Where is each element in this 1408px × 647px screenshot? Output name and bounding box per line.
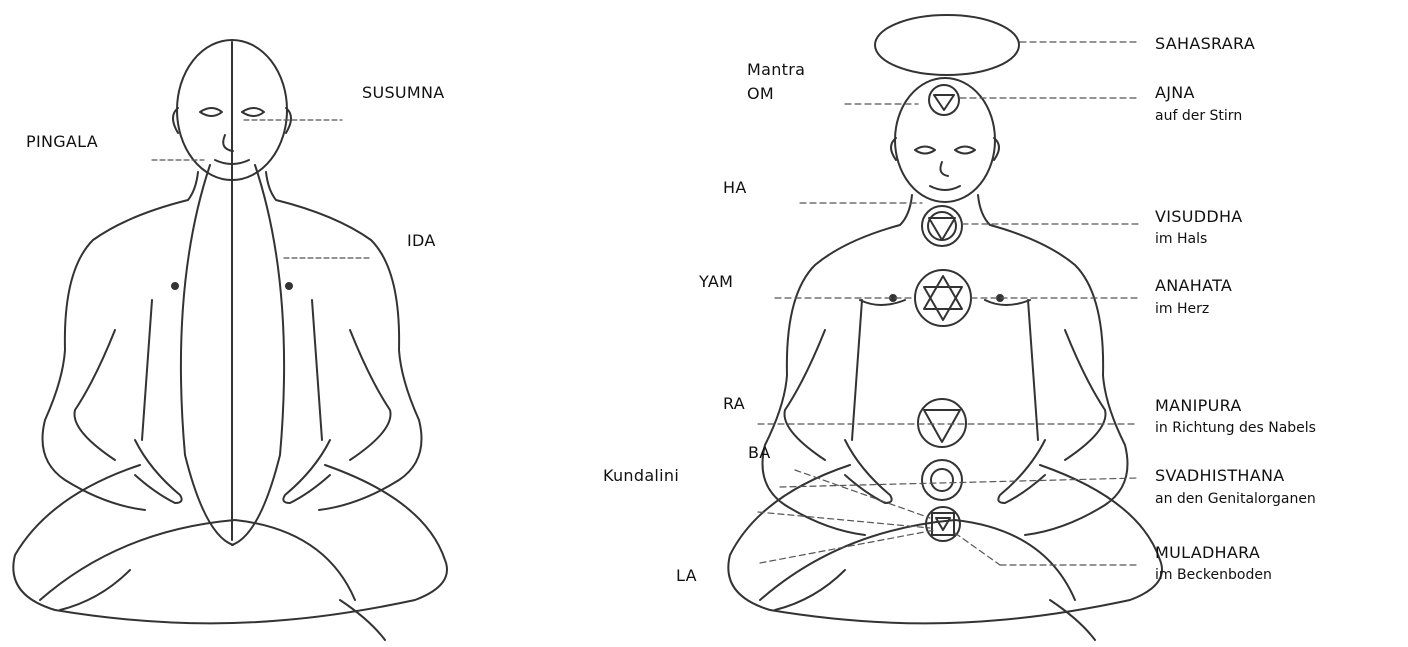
left-figure-body [13, 40, 447, 640]
right-figure-body [728, 78, 1162, 640]
label-susumna: SUSUMNA [362, 83, 445, 102]
chakra-symbols [875, 15, 1019, 541]
label-ha: HA [723, 178, 747, 197]
label-visuddha: VISUDDHA [1155, 207, 1243, 226]
label-manipura-location: in Richtung des Nabels [1155, 420, 1316, 437]
label-kundalini: Kundalini [603, 466, 679, 485]
label-sahasrara: SAHASRARA [1155, 34, 1255, 53]
label-anahata-location: im Herz [1155, 301, 1209, 318]
label-svadhisthana: SVADHISTHANA [1155, 466, 1285, 485]
label-muladhara: MULADHARA [1155, 543, 1260, 562]
label-visuddha-location: im Hals [1155, 231, 1207, 248]
label-ida: IDA [407, 231, 436, 250]
label-muladhara-location: im Beckenboden [1155, 567, 1272, 584]
label-la: LA [676, 566, 697, 585]
label-ba: BA [748, 443, 771, 462]
label-pingala: PINGALA [26, 132, 98, 151]
label-anahata: ANAHATA [1155, 276, 1232, 295]
label-ra: RA [723, 394, 745, 413]
right-leader-lines [758, 42, 1138, 565]
label-yam: YAM [699, 272, 733, 291]
label-ajna-location: auf der Stirn [1155, 108, 1242, 125]
left-leader-lines [152, 120, 370, 258]
label-ajna: AJNA [1155, 83, 1195, 102]
label-om: OM [747, 84, 774, 103]
label-mantra: Mantra [747, 60, 805, 79]
label-manipura: MANIPURA [1155, 396, 1242, 415]
label-svadhisthana-location: an den Genitalorganen [1155, 491, 1316, 508]
